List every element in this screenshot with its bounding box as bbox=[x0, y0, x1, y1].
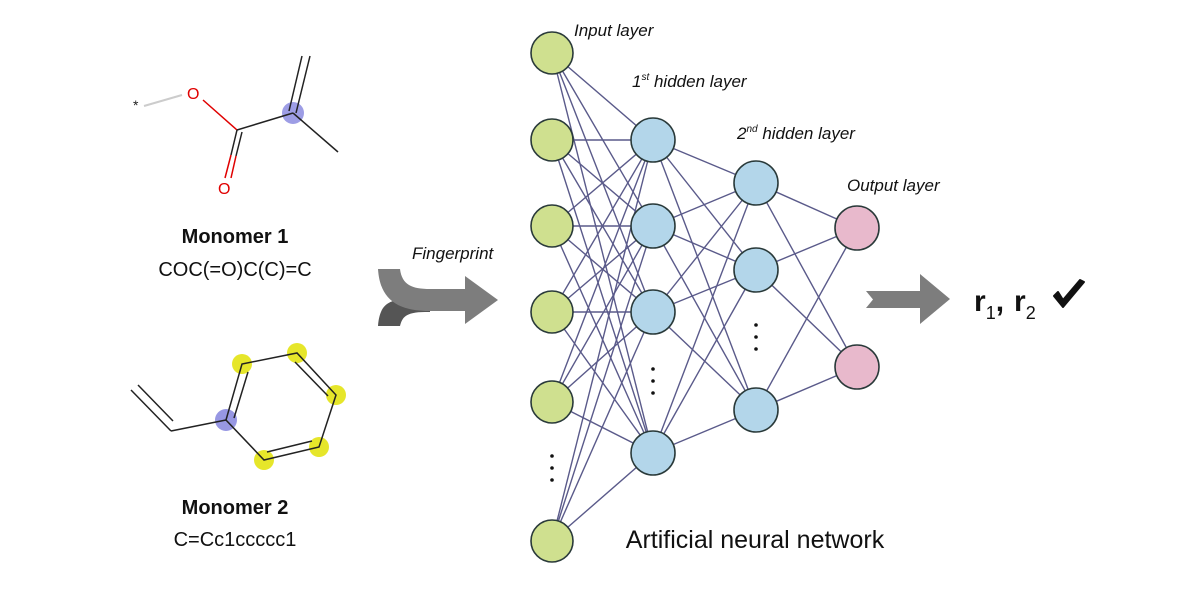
ellipsis-dot bbox=[550, 454, 554, 458]
ring-double-bond bbox=[233, 371, 249, 419]
monomer2-title: Monomer 2 bbox=[182, 497, 289, 519]
hidden-layer-1-number: 1 bbox=[632, 72, 641, 91]
fingerprint-label: Fingerprint bbox=[412, 244, 495, 263]
bond-co-d bbox=[230, 155, 237, 179]
network-edge bbox=[551, 52, 654, 454]
monomer1-smiles: COC(=O)C(C)=C bbox=[158, 259, 311, 281]
monomer1-title: Monomer 1 bbox=[182, 226, 289, 248]
checkmark-icon bbox=[1053, 279, 1085, 308]
bond-vinyl-a bbox=[130, 389, 172, 432]
hidden-layer-1-sup: st bbox=[641, 72, 650, 83]
input-node bbox=[530, 118, 574, 162]
bond-star-o bbox=[143, 94, 183, 107]
r2-base: r bbox=[1014, 285, 1026, 318]
ellipsis-dot bbox=[651, 367, 655, 371]
network-edge bbox=[551, 139, 654, 542]
hidden-layer-2-number: 2 bbox=[736, 124, 747, 143]
hidden1-node bbox=[630, 289, 676, 335]
hidden-layer-2-text: hidden layer bbox=[758, 124, 857, 143]
hidden-layer-1-text: hidden layer bbox=[649, 72, 748, 91]
network-edge bbox=[551, 139, 654, 313]
network-ellipses bbox=[550, 323, 758, 482]
ellipsis-dot bbox=[550, 478, 554, 482]
output-node bbox=[834, 205, 880, 251]
ellipsis-dot bbox=[754, 323, 758, 327]
hidden1-node bbox=[630, 430, 676, 476]
r2-subscript: 2 bbox=[1026, 303, 1036, 323]
separator: , bbox=[996, 285, 1004, 318]
atom-oxygen-2: O bbox=[218, 181, 230, 198]
ellipsis-dot bbox=[651, 391, 655, 395]
hidden-layer-1-label: 1st hidden layer bbox=[632, 72, 748, 91]
ring-double-bond bbox=[266, 440, 313, 453]
input-node bbox=[530, 204, 574, 248]
network-edge bbox=[652, 139, 757, 411]
hidden2-node bbox=[733, 387, 779, 433]
monomer1-structure: * O O bbox=[133, 55, 339, 198]
input-layer-label: Input layer bbox=[574, 21, 655, 40]
ellipsis-dot bbox=[754, 347, 758, 351]
bond-co-a bbox=[230, 129, 238, 156]
hidden2-node bbox=[733, 160, 779, 206]
benzene-ring bbox=[225, 352, 337, 461]
network-edge bbox=[652, 182, 757, 313]
input-node bbox=[530, 31, 574, 75]
r1-base: r bbox=[974, 285, 986, 318]
monomer2-smiles: C=Cc1ccccc1 bbox=[174, 529, 297, 551]
network-edge bbox=[551, 139, 654, 454]
hidden-layer-2-sup: nd bbox=[746, 124, 758, 135]
network-edge bbox=[551, 225, 654, 403]
bond-o-c bbox=[202, 99, 238, 131]
hidden1-node bbox=[630, 117, 676, 163]
network-edge bbox=[755, 227, 858, 411]
atom-oxygen-1: O bbox=[187, 86, 199, 103]
network-edge bbox=[551, 139, 654, 403]
output-layer-label: Output layer bbox=[847, 176, 941, 195]
hidden-layer-2-label: 2nd hidden layer bbox=[736, 124, 856, 143]
bond-vinyl-b bbox=[137, 384, 174, 422]
result-label: r1,r2 bbox=[974, 279, 1085, 323]
network-edge bbox=[652, 182, 757, 454]
ellipsis-dot bbox=[651, 379, 655, 383]
atom-star: * bbox=[133, 97, 139, 113]
ellipsis-dot bbox=[754, 335, 758, 339]
bond-co-b bbox=[224, 154, 232, 179]
network-title: Artificial neural network bbox=[626, 526, 885, 554]
hidden2-node bbox=[733, 247, 779, 293]
network-edge bbox=[551, 225, 654, 542]
reactivity-ratios: r1,r2 bbox=[974, 285, 1036, 323]
bond-c-c bbox=[236, 112, 294, 131]
ellipsis-dot bbox=[550, 466, 554, 470]
output-arrow-icon bbox=[866, 274, 950, 324]
hidden1-node bbox=[630, 203, 676, 249]
r1-subscript: 1 bbox=[986, 303, 996, 323]
bond-vinyl-ring bbox=[170, 419, 227, 432]
input-node bbox=[530, 519, 574, 563]
bond-c-methyl bbox=[292, 112, 339, 153]
monomer2-structure bbox=[130, 343, 346, 470]
bond-co-c bbox=[235, 131, 243, 157]
ring-double-bond bbox=[294, 361, 329, 397]
fingerprint-merge-arrow-icon bbox=[378, 269, 498, 326]
network-nodes bbox=[530, 31, 880, 563]
output-node bbox=[834, 344, 880, 390]
input-node bbox=[530, 380, 574, 424]
network-edge bbox=[551, 311, 654, 542]
input-node bbox=[530, 290, 574, 334]
network-edge bbox=[755, 182, 858, 368]
bond-double-1b bbox=[295, 55, 311, 114]
bond-double-1a bbox=[288, 55, 303, 112]
network-edge bbox=[652, 269, 757, 454]
